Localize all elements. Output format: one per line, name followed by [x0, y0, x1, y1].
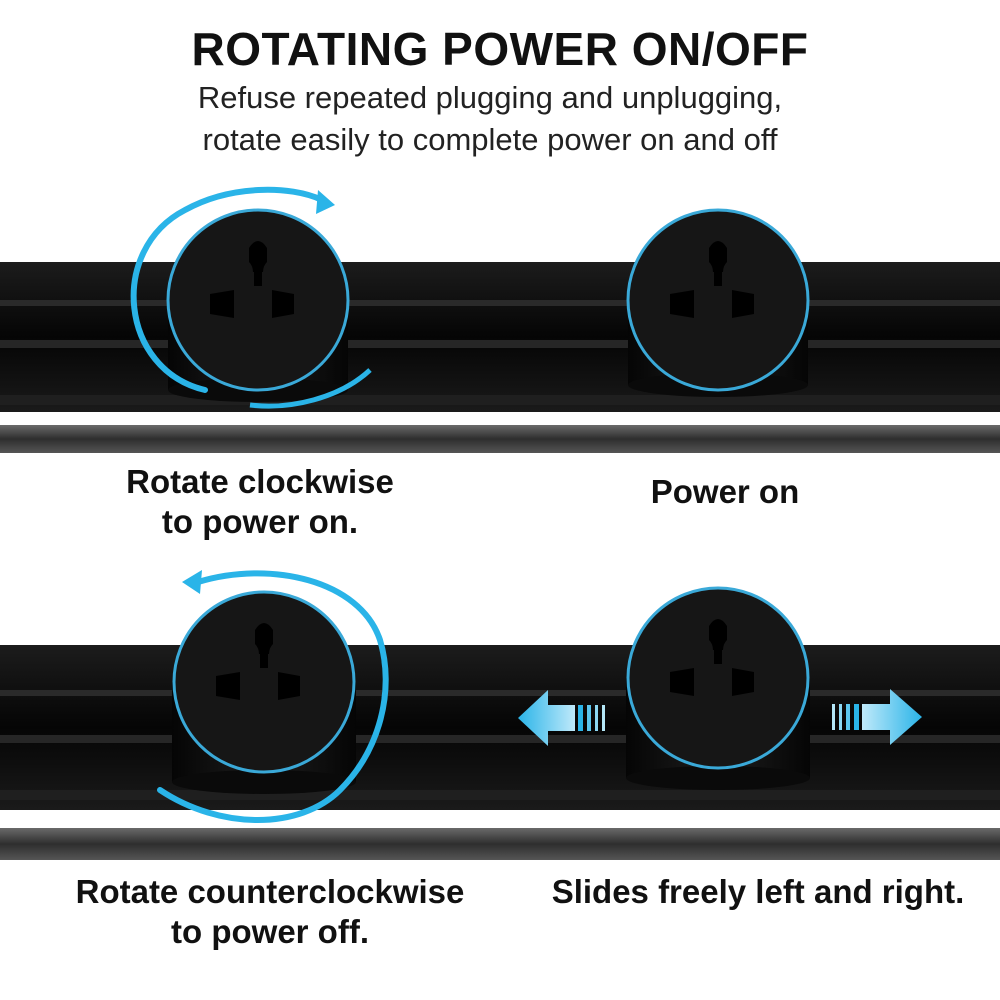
- counterclockwise-arrow-icon: [157, 570, 389, 823]
- bottom-rail: [0, 645, 1000, 860]
- subtitle-line-2: rotate easily to complete power on and o…: [202, 122, 778, 157]
- socket-outlet-icon: [626, 208, 810, 397]
- caption-line: Rotate counterclockwise: [75, 873, 465, 910]
- caption-line: Rotate clockwise: [126, 463, 394, 500]
- caption-line: Slides freely left and right.: [551, 873, 965, 910]
- clockwise-arrow-icon: [130, 186, 325, 393]
- page-title: ROTATING POWER ON/OFF: [191, 23, 809, 75]
- caption-line: Power on: [650, 473, 800, 510]
- socket-outlet-icon: [172, 590, 356, 794]
- socket-outlet-icon: [166, 208, 350, 402]
- caption-slides-freely: Slides freely left and right.: [518, 872, 998, 912]
- top-rail: [0, 262, 1000, 453]
- right-arrow-icon: [832, 689, 922, 745]
- caption-line: to power on.: [161, 503, 359, 540]
- caption-power-on: Power on: [580, 472, 870, 512]
- caption-line: to power off.: [171, 913, 369, 950]
- left-arrow-icon: [518, 690, 605, 746]
- caption-rotate-clockwise: Rotate clockwise to power on.: [80, 462, 440, 542]
- caption-rotate-counterclockwise: Rotate counterclockwise to power off.: [40, 872, 500, 952]
- socket-outlet-icon: [626, 586, 810, 790]
- subtitle-line-1: Refuse repeated plugging and unplugging,: [197, 80, 783, 115]
